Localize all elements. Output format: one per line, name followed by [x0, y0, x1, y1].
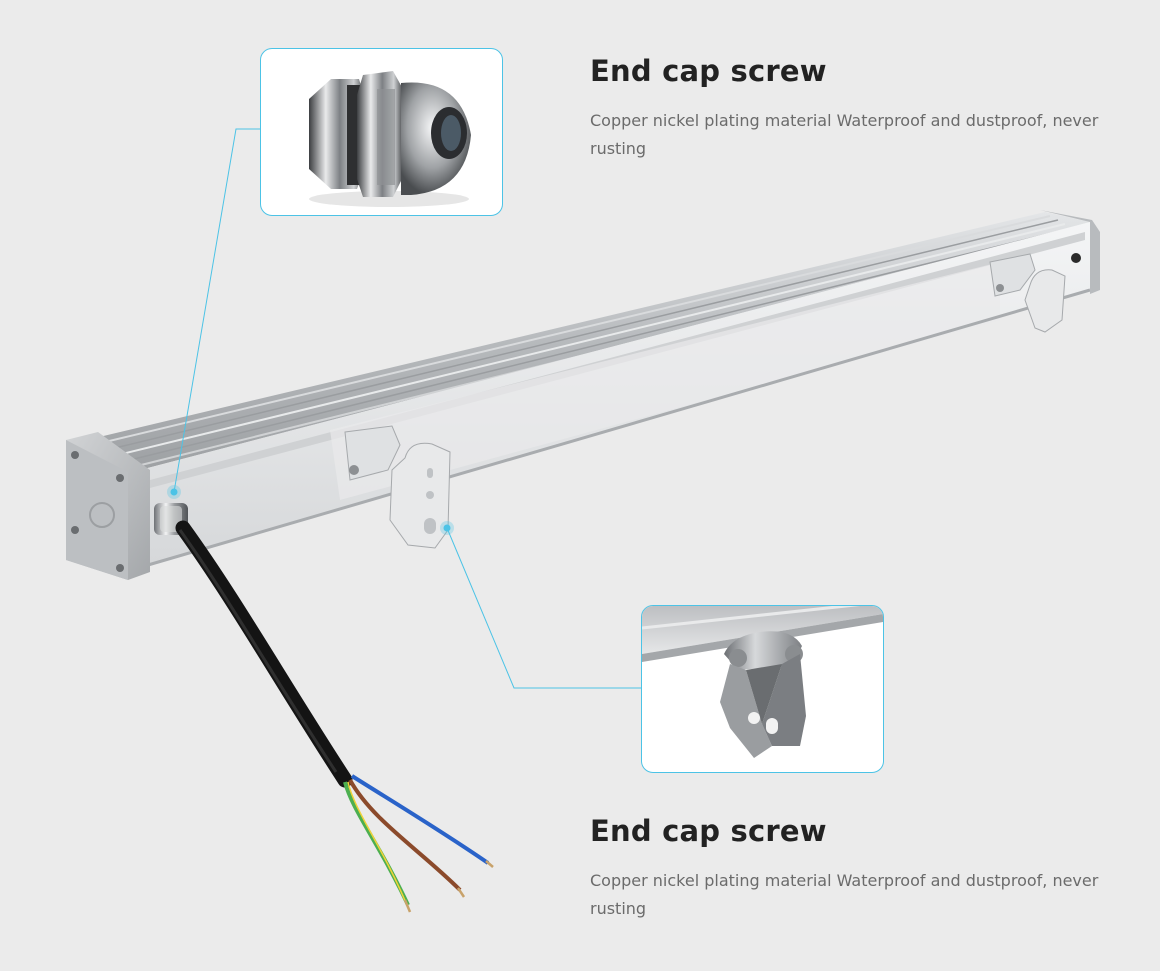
feature-description-2: Copper nickel plating material Waterproo…: [590, 871, 1099, 918]
feature-title-1: End cap screw: [590, 54, 827, 88]
leader-line-bracket: [440, 521, 641, 689]
cable-gland-icon: [309, 71, 471, 207]
bar-bracket-far: [989, 253, 1066, 333]
callout-cable-gland: [260, 48, 503, 216]
far-end-cap: [1040, 210, 1100, 294]
mounting-bracket-icon: [642, 606, 883, 758]
power-cable: [175, 520, 494, 913]
leader-line-gland: [167, 128, 260, 499]
feature-title-2: End cap screw: [590, 814, 827, 848]
bar-bracket-near: [344, 425, 451, 549]
near-end-cap: [66, 432, 150, 580]
bar-front-face: [140, 222, 1091, 567]
feature-description-1: Copper nickel plating material Waterproo…: [590, 111, 1099, 158]
callout-mounting-bracket: [641, 605, 884, 773]
